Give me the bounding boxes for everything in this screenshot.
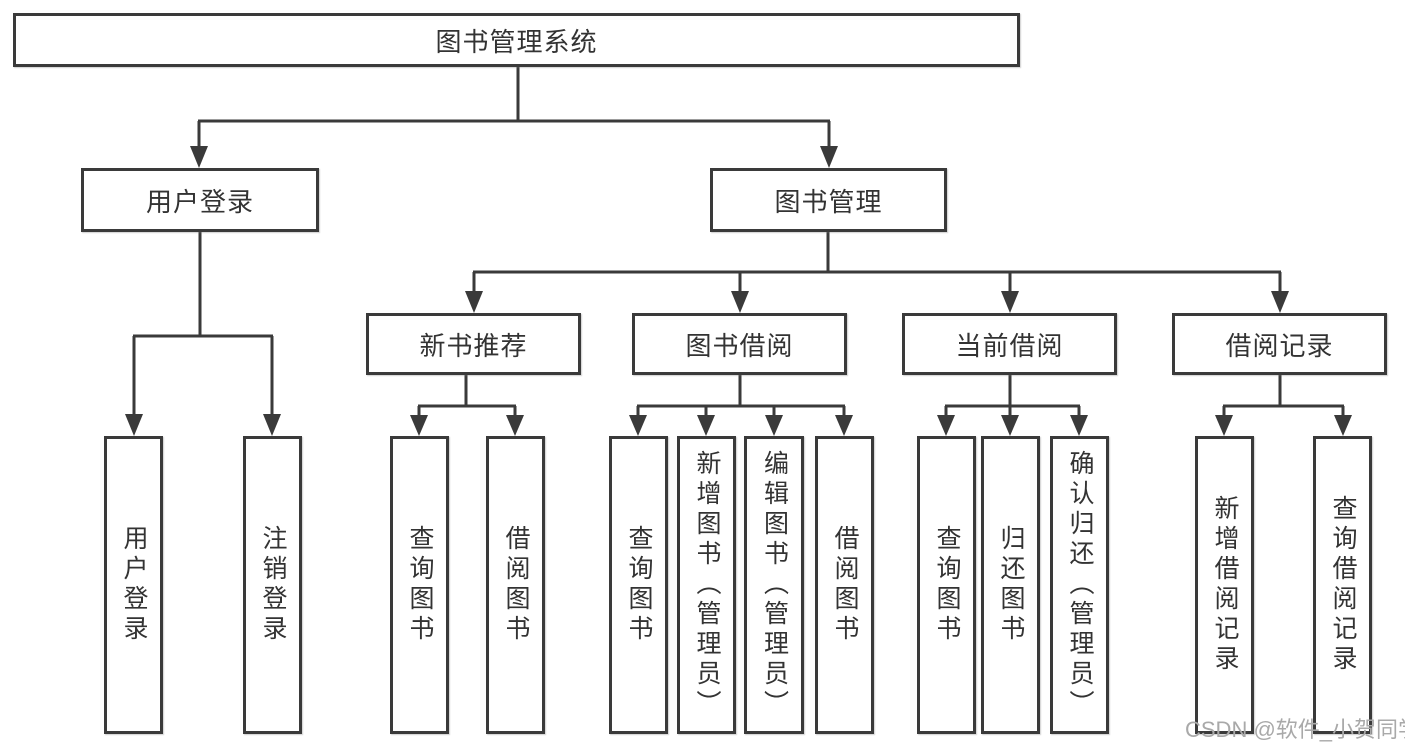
arrowhead-down-icon [629,415,647,436]
arrowhead-down-icon [731,291,749,313]
leaf-logout: 注销登录 [243,436,302,734]
arrowhead-down-icon [465,291,483,313]
leaf-label: 归还图书 [997,525,1025,645]
leaf-edit-book-admin: 编辑图书（管理员） [744,436,804,734]
node-label: 图书借阅 [685,330,794,361]
leaf-label: 借阅图书 [502,525,530,645]
node-label: 用户登录 [145,186,254,217]
leaf-label: 新增借阅记录 [1211,495,1239,675]
node-new-book-recommend: 新书推荐 [366,313,581,375]
csdn-watermark: CSDN @软件_小贺同学 [1185,717,1405,742]
leaf-return-book: 归还图书 [981,436,1040,734]
arrowhead-down-icon [1215,415,1233,436]
node-book-management: 图书管理 [710,168,947,232]
arrowhead-down-icon [125,414,143,436]
leaf-label: 查询图书 [625,525,653,645]
arrowhead-down-icon [506,415,524,436]
leaf-query-borrow-record: 查询借阅记录 [1313,436,1372,734]
arrowhead-down-icon [1001,291,1019,313]
leaf-label: 编辑图书（管理员） [760,450,789,720]
leaf-label: 注销登录 [259,525,287,645]
leaf-borrow-books-recommend: 借阅图书 [486,436,545,734]
node-label: 图书管理 [774,186,883,217]
leaf-add-borrow-record: 新增借阅记录 [1195,436,1254,734]
node-library-management-system: 图书管理系统 [13,13,1020,67]
arrowhead-down-icon [1070,415,1088,436]
node-borrow-records: 借阅记录 [1172,313,1387,375]
leaf-confirm-return-admin: 确认归还（管理员） [1050,436,1109,734]
node-current-borrow: 当前借阅 [902,313,1117,375]
arrowhead-down-icon [410,415,428,436]
leaf-query-books-current: 查询图书 [917,436,976,734]
leaf-label: 查询图书 [406,525,434,645]
leaf-user-login: 用户登录 [104,436,163,734]
arrowhead-down-icon [937,415,955,436]
arrowhead-down-icon [190,146,208,168]
leaf-query-books-recommend: 查询图书 [390,436,449,734]
arrowhead-down-icon [263,414,281,436]
leaf-label: 新增图书（管理员） [693,450,721,720]
arrowhead-down-icon [1334,415,1352,436]
node-label: 借阅记录 [1225,330,1334,361]
arrowhead-down-icon [697,415,715,436]
arrowhead-down-icon [765,415,783,436]
node-label: 图书管理系统 [435,26,598,57]
leaf-label: 用户登录 [120,525,148,645]
arrowhead-down-icon [820,146,838,168]
leaf-add-book-admin: 新增图书（管理员） [677,436,736,734]
leaf-label: 查询图书 [933,525,961,645]
arrowhead-down-icon [835,415,853,436]
node-book-borrow: 图书借阅 [632,313,847,375]
leaf-label: 查询借阅记录 [1329,495,1357,675]
arrowhead-down-icon [1001,415,1019,436]
node-label: 新书推荐 [419,330,528,361]
leaf-borrow-books: 借阅图书 [815,436,874,734]
node-user-login: 用户登录 [81,168,319,232]
leaf-label: 确认归还（管理员） [1066,450,1094,720]
leaf-label: 借阅图书 [831,525,859,645]
leaf-query-books-borrow: 查询图书 [609,436,668,734]
node-label: 当前借阅 [955,330,1064,361]
arrowhead-down-icon [1271,291,1289,313]
